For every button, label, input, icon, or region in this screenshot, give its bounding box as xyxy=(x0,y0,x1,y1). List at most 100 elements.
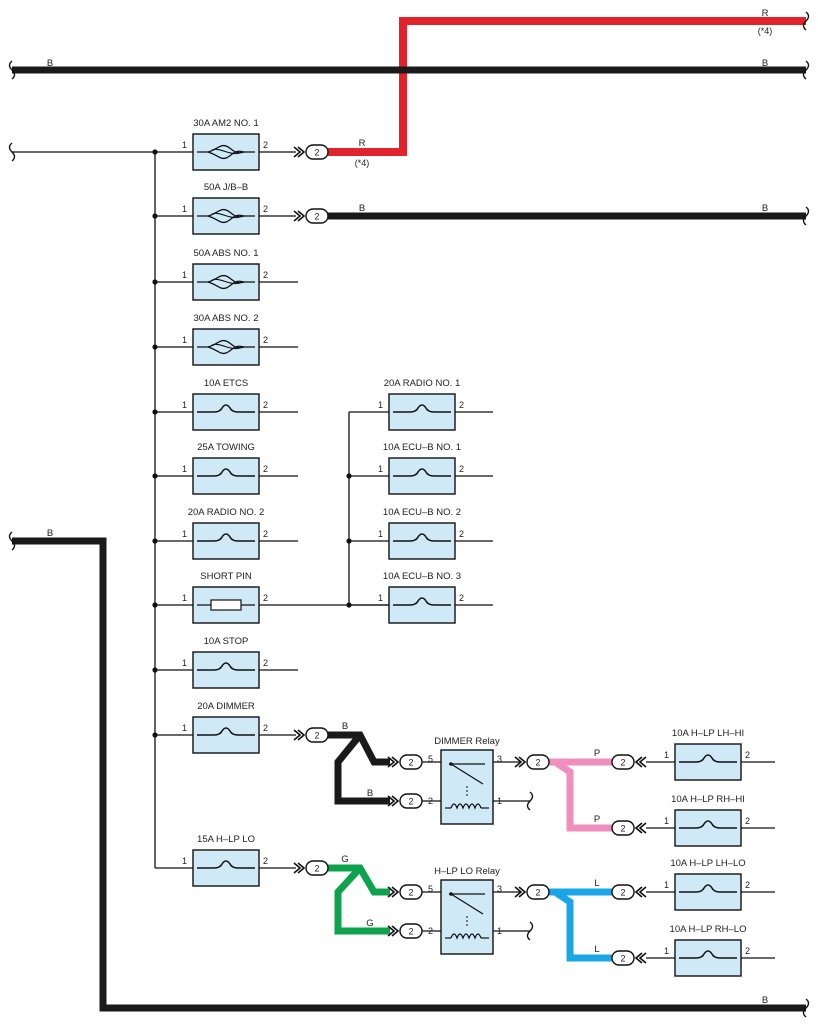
heavy-fuse-icon xyxy=(207,280,245,290)
pin-number: 1 xyxy=(497,796,502,806)
connector-relay-in xyxy=(399,754,423,770)
connector-relay-coil xyxy=(399,923,423,939)
fuse-label: 10A ECU–B NO. 1 xyxy=(383,442,461,453)
connector-pin: 2 xyxy=(620,824,625,834)
fuse-label: 10A ECU–B NO. 2 xyxy=(383,507,461,518)
connector-chevron xyxy=(293,729,306,741)
pin-number: 2 xyxy=(263,204,268,214)
connector-relay-out xyxy=(526,884,550,900)
break-mark-right xyxy=(526,921,534,941)
pin-number: 1 xyxy=(182,723,187,733)
rail-junction xyxy=(152,409,158,415)
connector-pin: 2 xyxy=(535,758,540,768)
fuse-icon xyxy=(679,754,737,763)
fuse-label: 10A ECU–B NO. 3 xyxy=(383,571,461,582)
break-mark-right xyxy=(802,11,810,31)
wire-color-label: P xyxy=(594,814,600,825)
rail-junction xyxy=(152,667,158,673)
break-mark-right xyxy=(526,791,534,811)
connector-hl-lo-lh xyxy=(611,884,635,900)
rail-junction xyxy=(152,213,158,219)
fuse-icon xyxy=(679,884,737,893)
pin-number: 1 xyxy=(182,658,187,668)
fuse-label: 15A H–LP LO xyxy=(197,834,255,845)
break-mark-left xyxy=(8,142,16,162)
connector-pin: 2 xyxy=(535,888,540,898)
fuse-icon xyxy=(197,468,255,477)
red-wire-am2 xyxy=(399,17,806,156)
heavy-fuse-icon xyxy=(211,278,241,285)
pin-number: 2 xyxy=(263,400,268,410)
break-mark-right xyxy=(802,206,810,226)
fuse-icon xyxy=(679,820,737,829)
pin-number: 2 xyxy=(459,464,464,474)
components-layer xyxy=(8,11,810,1018)
relay-contact xyxy=(449,892,453,896)
wire-color-label: P xyxy=(594,748,600,759)
pin-number: 3 xyxy=(497,884,502,894)
fuse-icon xyxy=(393,533,451,542)
relay-coil xyxy=(450,803,482,810)
pin-number: 2 xyxy=(263,529,268,539)
fuse-label: 10A STOP xyxy=(204,636,249,647)
connector-chevron xyxy=(514,886,527,898)
fuse-label: 25A TOWING xyxy=(197,442,255,453)
pin-number: 1 xyxy=(182,856,187,866)
heavy-fuse-icon xyxy=(211,212,241,219)
connector-pin: 2 xyxy=(620,758,625,768)
heavy-fuse-icon xyxy=(207,345,245,355)
pin-number: 5 xyxy=(428,884,433,894)
wire-color-label: B xyxy=(367,788,373,799)
connector-chevron xyxy=(634,886,647,898)
pin-number: 2 xyxy=(459,529,464,539)
connector-pin: 2 xyxy=(408,797,413,807)
rail-junction xyxy=(152,602,158,608)
fuse-icon xyxy=(393,404,451,413)
fuse-label: 10A H–LP RH–HI xyxy=(671,794,745,805)
wire-color-label: L xyxy=(594,944,599,955)
pin-number: 2 xyxy=(428,926,433,936)
connector-chevron xyxy=(293,862,306,874)
connector-hlplo-out xyxy=(305,860,329,876)
connector-dimmer-out xyxy=(305,727,329,743)
black-wire-bottom xyxy=(12,537,806,1012)
fuse-label: 20A DIMMER xyxy=(197,701,255,712)
connector-hl-hi-rh xyxy=(611,820,635,836)
break-mark-right xyxy=(802,60,810,80)
wire-color-label: B xyxy=(47,58,53,69)
pin-number: 1 xyxy=(182,529,187,539)
fuse-icon xyxy=(679,950,737,959)
pin-number: 2 xyxy=(428,796,433,806)
pin-number: 2 xyxy=(745,750,750,760)
relay-label: DIMMER Relay xyxy=(434,736,500,747)
connector-pin: 2 xyxy=(408,927,413,937)
connector-chevron xyxy=(387,795,400,807)
pin-number: 2 xyxy=(263,464,268,474)
wire-note: (*4) xyxy=(758,26,773,36)
hlp-lo-relay xyxy=(440,879,494,955)
wire-color-label: R xyxy=(359,138,366,149)
short-pin-icon xyxy=(210,599,242,611)
fuse-label: 50A J/B–B xyxy=(204,182,248,193)
pin-number: 1 xyxy=(182,335,187,345)
connector-chevron xyxy=(634,952,647,964)
wire-color-label: G xyxy=(341,854,348,865)
connector-hl-lo-rh xyxy=(611,950,635,966)
connector-pin: 2 xyxy=(314,212,319,222)
connector-chevron xyxy=(634,822,647,834)
wires-layer xyxy=(12,17,806,1012)
pin-number: 1 xyxy=(182,593,187,603)
pin-number: 1 xyxy=(182,204,187,214)
connector-pin: 2 xyxy=(408,888,413,898)
connector-pin: 2 xyxy=(620,888,625,898)
pin-number: 1 xyxy=(182,464,187,474)
pin-number: 2 xyxy=(263,723,268,733)
pin-number: 2 xyxy=(459,593,464,603)
fuse-icon xyxy=(197,727,255,736)
fuse-icon xyxy=(197,860,255,869)
heavy-fuse-icon xyxy=(207,150,245,160)
connector-am2 xyxy=(305,144,329,160)
pin-number: 1 xyxy=(378,464,383,474)
pin-number: 3 xyxy=(497,754,502,764)
